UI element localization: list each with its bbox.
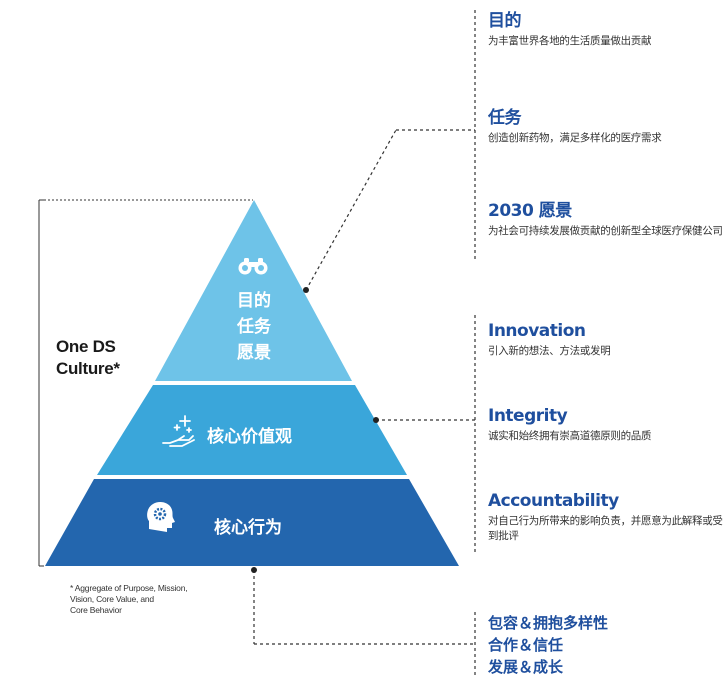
footnote-line2: Vision, Core Value, and	[70, 594, 154, 604]
behavior-growth: 发展＆成长	[488, 658, 564, 676]
core-behaviors-list: 包容＆拥抱多样性 合作＆信任 发展＆成长	[488, 612, 608, 678]
culture-bracket	[38, 199, 253, 567]
accountability-desc: 对自己行为所带来的影响负责，并愿意为此解释或受到批评	[488, 515, 723, 542]
innovation-item: Innovation 引入新的想法、方法或发明	[488, 320, 724, 359]
side-label-line2: Culture*	[56, 359, 120, 378]
innovation-desc: 引入新的想法、方法或发明	[488, 345, 611, 357]
vision-desc: 为社会可持续发展做贡献的创新型全球医疗保健公司	[488, 225, 723, 237]
vision-item: 2030 愿景 为社会可持续发展做贡献的创新型全球医疗保健公司	[488, 200, 724, 239]
pyramid-bottom-tier	[45, 479, 459, 566]
pyramid-middle-tier	[97, 385, 407, 475]
head-gear-icon	[147, 502, 175, 532]
pyramid-top-label-vision: 愿景	[237, 343, 271, 363]
vision-title: 2030 愿景	[488, 201, 572, 221]
purpose-item: 目的 为丰富世界各地的生活质量做出贡献	[488, 10, 724, 49]
purpose-title: 目的	[488, 11, 522, 31]
mission-title: 任务	[488, 108, 522, 128]
purpose-desc: 为丰富世界各地的生活质量做出贡献	[488, 35, 652, 47]
binoculars-icon	[238, 258, 268, 275]
sparkle-hand-icon	[162, 415, 195, 447]
pyramid-bottom-label: 核心行为	[214, 517, 282, 538]
values-connector	[373, 417, 475, 423]
mission-item: 任务 创造创新药物，满足多样化的医疗需求	[488, 107, 724, 146]
behavior-collaboration: 合作＆信任	[488, 636, 564, 654]
pyramid-top-tier	[155, 200, 352, 381]
footnote-line3: Core Behavior	[70, 605, 122, 615]
accountability-title: Accountability	[488, 491, 619, 511]
integrity-item: Integrity 诚实和始终拥有崇高道德原则的品质	[488, 405, 724, 444]
innovation-title: Innovation	[488, 321, 586, 341]
mission-desc: 创造创新药物，满足多样化的医疗需求	[488, 132, 662, 144]
integrity-title: Integrity	[488, 406, 568, 426]
pyramid-top-label-purpose: 目的	[237, 290, 271, 311]
side-label-line1: One DS	[56, 337, 116, 356]
one-ds-culture-label: One DS Culture*	[56, 336, 120, 380]
integrity-desc: 诚实和始终拥有崇高道德原则的品质	[488, 430, 652, 442]
accountability-item: Accountability 对自己行为所带来的影响负责，并愿意为此解释或受到批…	[488, 490, 724, 544]
pyramid-middle-label: 核心价值观	[207, 426, 292, 447]
behaviors-connector	[251, 567, 475, 645]
footnote-line1: * Aggregate of Purpose, Mission,	[70, 583, 188, 593]
purpose-connector	[303, 129, 475, 293]
behavior-inclusion: 包容＆拥抱多样性	[488, 614, 609, 632]
footnote: * Aggregate of Purpose, Mission, Vision,…	[70, 583, 188, 616]
pyramid-top-label-mission: 任务	[236, 316, 272, 337]
